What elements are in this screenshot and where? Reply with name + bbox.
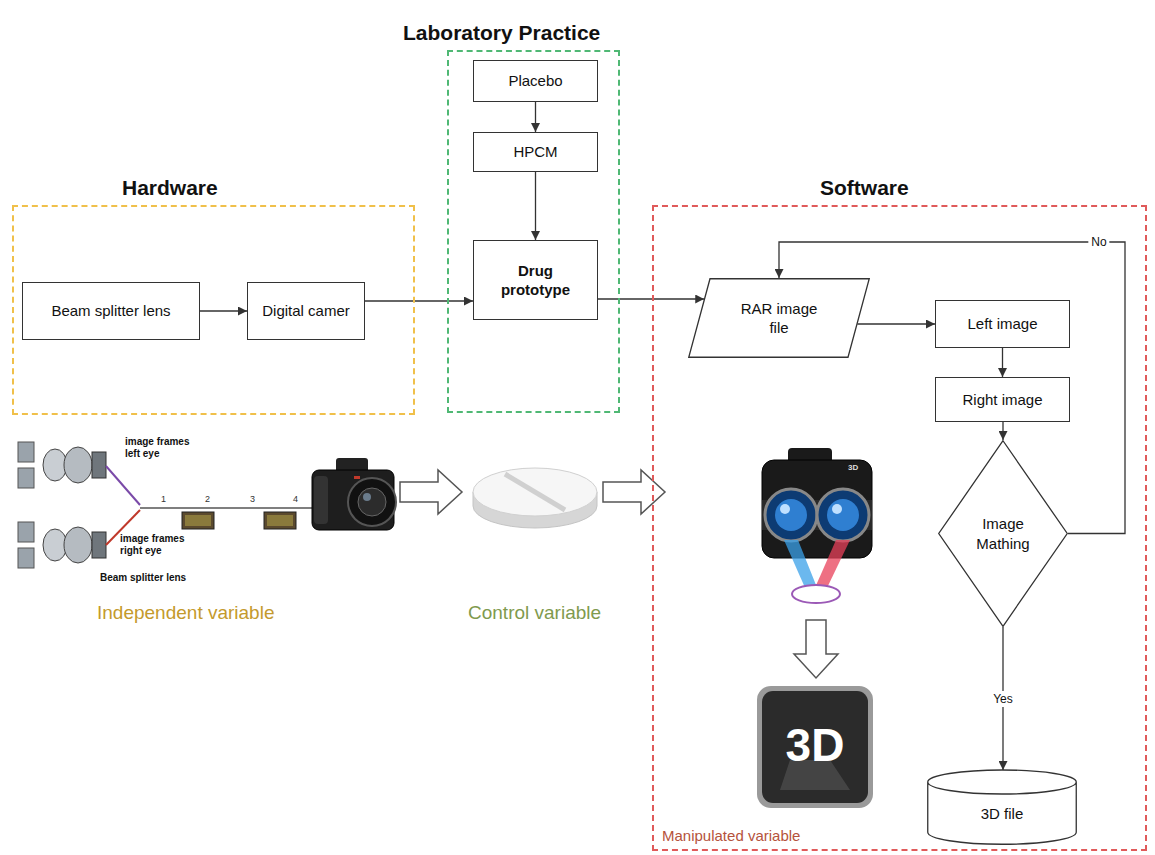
storage-cylinder: 3D file [927, 770, 1077, 845]
process-box: HPCM [473, 132, 598, 172]
lens-highlight [780, 504, 790, 514]
node-text: Beam splitter lens [51, 301, 170, 321]
software-region: SoftwareRAR image fileLeft imageRight im… [652, 205, 1147, 851]
variable-label: Independent variable [97, 602, 274, 624]
tablet-small [792, 585, 840, 603]
lab-region: Laboratory PracticePlaceboHPCMDrug proto… [447, 50, 620, 413]
lens-highlight [363, 493, 371, 501]
edge-label: Yes [990, 691, 1016, 707]
callout-text: image frames left eye [125, 436, 197, 459]
image-frame [18, 522, 34, 542]
lens-symbol [64, 447, 92, 483]
data-parallelogram: RAR image file [688, 278, 870, 358]
image-frame-picture [267, 515, 293, 526]
node-shape [928, 770, 1077, 844]
camera-lens [765, 489, 817, 541]
process-box: Placebo [473, 60, 598, 102]
connector-arrow [1002, 348, 1003, 377]
decision-diamond: Image Mathing [938, 440, 1068, 627]
process-box: Digital camer [247, 282, 365, 340]
icon-text: 3D [848, 463, 858, 472]
connector-arrow [598, 298, 704, 299]
light-path [106, 466, 140, 505]
view-beam [784, 540, 818, 590]
node-text: Image Mathing [971, 514, 1035, 553]
callout-text: image frames right eye [120, 533, 192, 556]
lens-symbol [64, 527, 92, 563]
callout-number: 3 [250, 494, 255, 504]
flow-arrow [603, 470, 665, 514]
node-text: Right image [962, 390, 1042, 410]
image-frame [18, 468, 34, 488]
camera-lens-glass [775, 499, 807, 531]
callout-number: 1 [161, 494, 166, 504]
connector-arrow [535, 102, 536, 132]
camera-lens-glass [827, 499, 859, 531]
connector-arrow [535, 172, 536, 240]
node-text: Placebo [508, 71, 562, 91]
tablet-top [473, 468, 597, 516]
view-beam [814, 540, 850, 590]
hardware-region: HardwareBeam splitter lensDigital camer [12, 205, 415, 415]
variable-label: Manipulated variable [662, 827, 800, 844]
icon-text: 3D [764, 718, 866, 772]
icon-face [762, 691, 868, 803]
process-box: Drug prototype [473, 240, 598, 320]
node-text: RAR image file [729, 299, 829, 338]
node-outline [938, 440, 1068, 627]
lens-highlight [832, 504, 842, 514]
region-heading: Laboratory Practice [403, 21, 600, 45]
node-shape [689, 279, 870, 358]
image-frame [182, 512, 214, 529]
connector-arrow [200, 310, 247, 311]
node-text: Digital camer [262, 301, 350, 321]
variable-label: Control variable [468, 602, 601, 624]
region-heading: Software [820, 176, 909, 200]
lens-mount [92, 452, 106, 478]
node-outline [688, 278, 870, 358]
image-frame [264, 512, 296, 529]
node-text: HPCM [513, 142, 557, 162]
callout-number: 4 [293, 494, 298, 504]
image-frame-picture [185, 515, 211, 526]
camera-lens-glass [358, 488, 386, 516]
edge-label: No [1088, 234, 1109, 250]
node-text: Drug prototype [490, 261, 582, 300]
lens-symbol [43, 449, 67, 481]
process-box: Left image [935, 300, 1070, 348]
connector-arrow [365, 300, 473, 301]
flow-arrow [400, 470, 462, 514]
connector-arrow [857, 323, 935, 324]
process-box: Right image [935, 377, 1070, 422]
callout-text: Beam splitter lens [100, 572, 186, 583]
process-box: Beam splitter lens [22, 282, 200, 340]
camera-lens [817, 489, 869, 541]
callout-number: 2 [205, 494, 210, 504]
node-shape [939, 441, 1068, 627]
stereo-camera-body [762, 460, 872, 558]
node-text: 3D file [981, 804, 1024, 824]
image-frame [18, 442, 34, 462]
camera-accent [354, 476, 360, 479]
lens-symbol [43, 529, 67, 561]
region-heading: Hardware [122, 176, 218, 200]
tablet-score [505, 474, 565, 510]
lens-mount [92, 532, 106, 558]
image-frame [18, 548, 34, 568]
flow-arrow [794, 620, 838, 678]
connector-arrow [1002, 422, 1003, 440]
optical-axis [140, 507, 316, 509]
icon-frame [757, 686, 873, 808]
node-text: Left image [967, 314, 1037, 334]
camera-grip [314, 476, 328, 524]
camera-lens [348, 478, 396, 526]
